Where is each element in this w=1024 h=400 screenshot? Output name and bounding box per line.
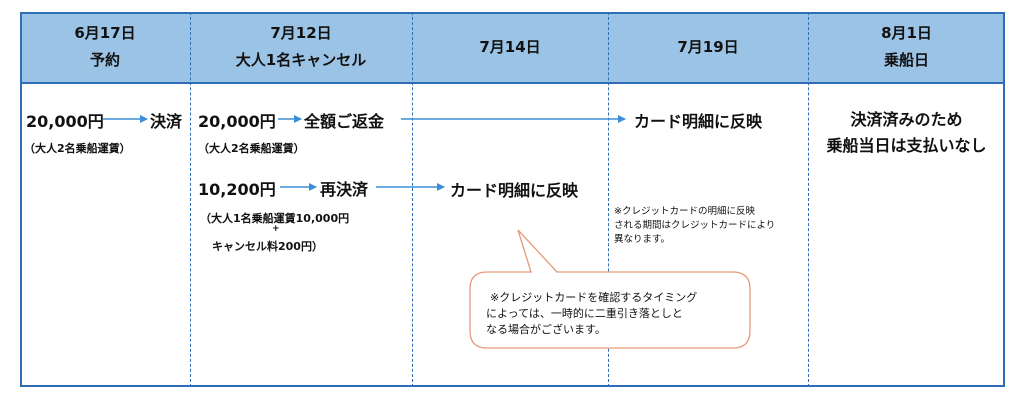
header-label: 予約 [89, 51, 120, 69]
callout-line2: によっては、一時的に二重引き落としと [486, 307, 683, 320]
callout-line1: ※クレジットカードを確認するタイミング [490, 291, 698, 304]
header-date: 7月12日 [270, 24, 332, 42]
column-divider [808, 12, 809, 387]
col4-note-line3: 異なります。 [614, 234, 671, 245]
column-divider [608, 12, 609, 387]
header-cell-7-12: 7月12日 大人1名キャンセル [190, 12, 412, 82]
column-divider [412, 12, 413, 387]
callout-line3: なる場合がございます。 [486, 323, 606, 336]
col4-note-line2: される期間はクレジットカードにより [614, 220, 776, 231]
header-cell-6-17: 6月17日 予約 [20, 12, 190, 82]
header-divider [20, 82, 1005, 84]
col1-action: 決済 [150, 112, 183, 131]
col2-amount: 20,000円 [198, 112, 276, 131]
col5-line2: 乗船当日は支払いなし [826, 136, 987, 155]
header-label: 乗船日 [883, 51, 929, 69]
header-cell-8-1: 8月1日 乗船日 [808, 12, 1005, 82]
col4-reflect: カード明細に反映 [634, 112, 763, 131]
header-date: 7月19日 [677, 37, 739, 56]
header-cell-7-14: 7月14日 [412, 12, 608, 82]
header-date: 7月14日 [479, 37, 541, 56]
col5-line1: 決済済みのため [850, 110, 963, 129]
col1-amount: 20,000円 [26, 112, 104, 131]
col2-detail: （大人2名乗船運賃） [198, 142, 305, 155]
col4-note-line1: ※クレジットカードの明細に反映 [614, 206, 755, 217]
header-cell-7-19: 7月19日 [608, 12, 808, 82]
table-frame [20, 12, 1005, 387]
header-date: 6月17日 [74, 24, 136, 42]
col3-reflect: カード明細に反映 [450, 181, 579, 200]
callout-bubble [469, 229, 751, 349]
col1-detail: （大人2名乗船運賃） [24, 142, 131, 155]
col2-detail2-plus: + [272, 224, 280, 234]
col2-action2: 再決済 [320, 180, 369, 199]
col2-amount2: 10,200円 [198, 180, 276, 199]
header-date: 8月1日 [881, 24, 932, 42]
header-label: 大人1名キャンセル [235, 51, 367, 69]
col2-action: 全額ご返金 [304, 112, 385, 131]
column-divider [190, 12, 191, 387]
col2-detail2-line1: （大人1名乗船運賃10,000円 [200, 212, 350, 225]
col2-detail2-line2: キャンセル料200円） [212, 240, 323, 253]
